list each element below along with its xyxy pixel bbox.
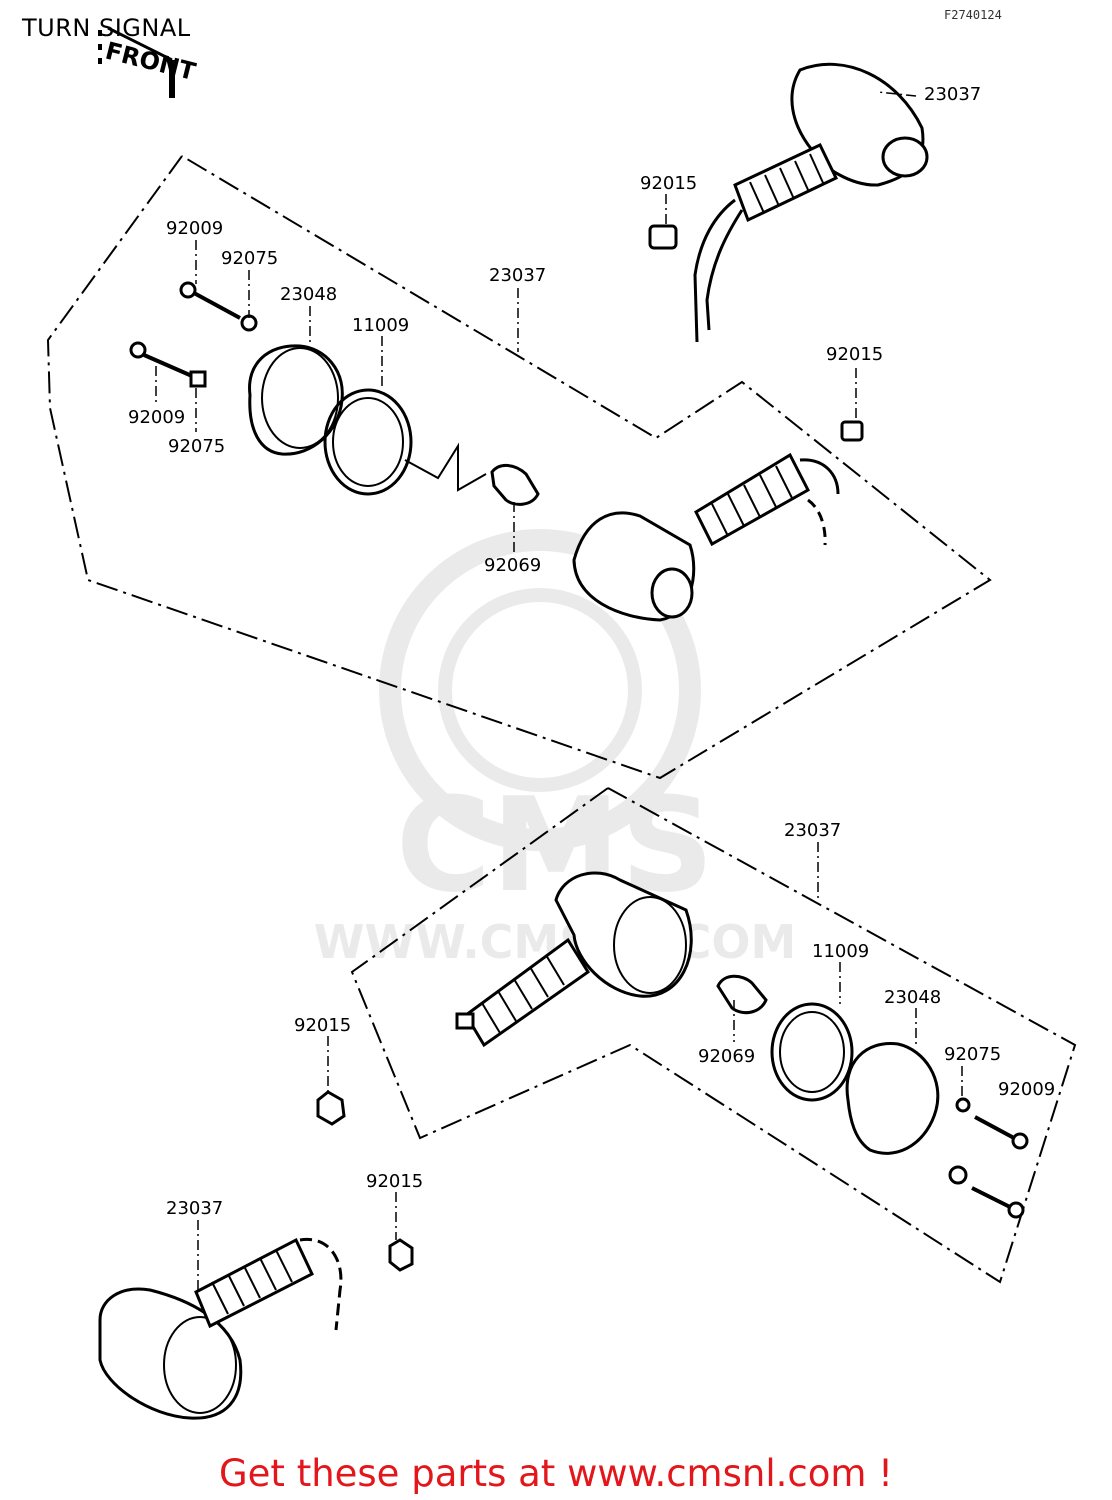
watermark-brand: CMS xyxy=(396,769,714,921)
leader-lines xyxy=(155,91,963,1290)
upper-front-turn-signal xyxy=(129,281,864,622)
assembly-outlines xyxy=(46,155,1077,1284)
front-label: FRONT xyxy=(103,37,199,87)
lower-front-turn-signal xyxy=(316,871,1029,1219)
callout-23037-upper-rear: 23037 xyxy=(924,84,981,105)
front-direction-marker: FRONT xyxy=(98,26,199,98)
callout-92015-upper-front: 92015 xyxy=(826,344,883,365)
page-title: TURN SIGNAL xyxy=(22,14,191,42)
callout-92015-lower-rear: 92015 xyxy=(366,1171,423,1192)
part-callouts: 23037 92015 92009 92075 23037 23048 1100… xyxy=(128,84,1055,1219)
callout-92069-lower: 92069 xyxy=(698,1046,755,1067)
upper-rear-turn-signal xyxy=(648,62,929,343)
callout-23048-lower: 23048 xyxy=(884,987,941,1008)
callout-92075-upper-b: 92075 xyxy=(168,436,225,457)
callout-11009-lower: 11009 xyxy=(812,941,869,962)
callout-23037-lower-front: 23037 xyxy=(784,820,841,841)
cms-watermark: CMS WWW.CMSNL.COM xyxy=(314,529,796,969)
callout-92069-upper: 92069 xyxy=(484,555,541,576)
callout-92009-upper-a: 92009 xyxy=(166,218,223,239)
callout-23048-upper: 23048 xyxy=(280,284,337,305)
callout-92075-upper-a: 92075 xyxy=(221,248,278,269)
diagram-reference-code: F2740124 xyxy=(944,8,1002,22)
get-parts-link[interactable]: Get these parts at www.cmsnl.com ! xyxy=(218,1452,893,1495)
callout-92009-upper-b: 92009 xyxy=(128,407,185,428)
callout-23037-upper-front: 23037 xyxy=(489,265,546,286)
callout-92015-lower-front: 92015 xyxy=(294,1015,351,1036)
lower-rear-turn-signal xyxy=(98,1237,414,1420)
callout-92009-lower: 92009 xyxy=(998,1079,1055,1100)
callout-92075-lower: 92075 xyxy=(944,1044,1001,1065)
callout-92015-upper-rear: 92015 xyxy=(640,173,697,194)
callout-11009-upper: 11009 xyxy=(352,315,409,336)
callout-23037-lower-rear: 23037 xyxy=(166,1198,223,1219)
